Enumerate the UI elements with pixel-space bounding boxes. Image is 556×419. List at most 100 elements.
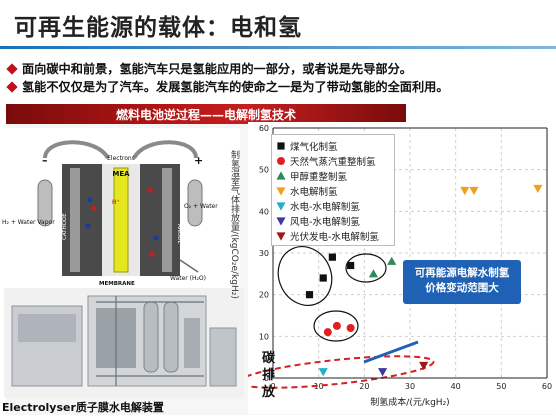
cathode-label: CATHODE [62,213,68,240]
callout-line: 可再能源电解水制氢 [414,267,510,279]
proton-label: H⁺ [112,199,120,206]
electrolyser-machine-image [4,288,244,398]
legend-marker-shape [276,171,286,180]
anode-label: ANODE [176,224,182,244]
water-inlet-pipe [179,259,199,273]
membrane [113,167,129,273]
molecule-dot [149,251,155,257]
legend-marker-icon [276,202,286,211]
legend-marker-shape [276,217,286,226]
data-point-series-2 [368,269,379,278]
x-tick-label: 50 [496,382,506,391]
bullet-item: 氢能不仅仅是为了汽车。发展氢能汽车的使命之一是为了带动氢能的全面利用。 [6,78,554,96]
data-point-series-3 [460,186,470,196]
legend-label: 水电解制氢 [290,187,338,198]
carbon-emission-note: 碳排放 [262,351,276,400]
data-point-series-3 [469,186,479,196]
data-point-series-0 [305,291,314,299]
bullet-item: 面向碳中和前景，氢能汽车只是氢能应用的一部分，或者说是先导部分。 [6,60,554,78]
machine-tank [143,301,159,373]
chart-points [305,184,543,377]
electron-wire-left [43,140,110,160]
legend-item: 光伏发电-水电解制氢 [276,229,379,243]
x-tick-label: 10 [314,382,324,391]
molecule-dot [87,197,93,203]
legend-marker-icon [277,157,285,165]
legend-label: 水电-水电解制氢 [290,202,360,213]
legend-item: 煤气化制氢 [276,139,338,153]
molecule-dot [85,223,91,229]
hydrogen-tank [37,179,53,227]
legend-marker-icon [276,187,286,196]
legend-marker-shape [277,142,285,150]
callout-line: 价格变动范围大 [425,282,499,294]
data-point-series-0 [347,261,355,270]
diamond-bullet-icon [6,81,18,93]
x-tick-label: 20 [359,382,369,391]
electron-wire-right [132,140,198,160]
anode-gdl [162,168,172,272]
y-axis-title-text: 制氢温室气体排放量/(kgCO₂e/kgH₂) [229,150,239,299]
data-point-series-1 [323,328,332,337]
x-tick-label: 40 [451,382,461,391]
legend-item: 水电-水电解制氢 [276,199,360,213]
y-tick-label: 10 [259,332,269,341]
machine-pipes [96,296,204,386]
electrons-label: Electrons [107,155,135,162]
bullet-text: 面向碳中和前景，氢能汽车只是氢能应用的一部分，或者说是先导部分。 [22,62,412,76]
legend-label: 煤气化制氢 [290,142,338,153]
y-tick-label: 20 [259,291,269,300]
molecule-dot [153,235,159,241]
legend-marker-icon [276,232,286,241]
data-point-series-1 [346,324,355,332]
electrolysis-cell-diagram: Electrons – + MEA H⁺ CATHODE ANODE MEMBR… [0,128,240,288]
bullet-text: 氢能不仅仅是为了汽车。发展氢能汽车的使命之一是为了带动氢能的全面利用。 [22,80,449,94]
x-tick-label: 30 [405,382,415,391]
x-axis-title: 制氢成本/(元/kgH₂) [370,396,449,408]
legend-marker-icon [276,171,286,180]
title-underline [0,46,556,49]
legend-marker-shape [277,157,285,165]
data-point-series-1 [332,321,341,330]
anode-plate [140,164,180,276]
x-tick-label: 60 [542,382,552,391]
chart-legend: 煤气化制氢天然气蒸汽重整制氢甲醇重整制氢水电解制氢水电-水电解制氢风电-水电解制… [271,134,395,246]
y-tick-label: 50 [259,166,269,175]
mea-label: MEA [112,170,130,178]
section-banner: 燃料电池逆过程——电解制氢技术 [6,104,406,124]
y-tick-label: 40 [259,207,269,216]
water-input-label: Water (H₂O) [170,275,206,282]
machine-side-unit [209,327,237,387]
legend-marker-icon [276,217,286,226]
legend-marker-icon [277,142,285,150]
legend-label: 光伏发电-水电解制氢 [290,232,379,243]
data-point-series-0 [328,253,336,261]
legend-marker-shape [276,202,286,211]
left-output-label: H₂ + Water Vapor [2,219,55,226]
membrane-label: MEMBRANE [99,281,135,287]
coal-cluster-ellipse [277,246,333,306]
renewable-cluster-ellipse [248,355,435,389]
legend-item: 风电-水电解制氢 [276,214,360,228]
methanol-cluster-ellipse [345,253,387,283]
legend-marker-shape [276,187,286,196]
cathode-gdl [70,168,80,272]
callout-box: 可再能源电解水制氢 价格变动范围大 [403,260,521,304]
legend-label: 风电-水电解制氢 [290,217,360,228]
legend-label: 甲醇重整制氢 [290,172,348,183]
y-axis-title: 制氢温室气体排放量/(kgCO₂e/kgH₂) [228,150,242,299]
y-tick-label: 60 [259,124,269,133]
data-point-series-5 [378,368,388,377]
legend-label: 天然气蒸汽重整制氢 [290,157,376,168]
legend-marker-shape [276,232,286,241]
diamond-bullet-icon [6,63,18,75]
callout-pointer [363,340,419,364]
minus-sign: – [42,154,48,167]
data-point-series-0 [319,274,327,282]
molecule-dot [147,187,153,193]
molecule-dot [91,205,97,211]
oxygen-tank [187,179,203,227]
gas-cluster-ellipse [313,310,359,342]
legend-item: 天然气蒸汽重整制氢 [276,154,376,168]
